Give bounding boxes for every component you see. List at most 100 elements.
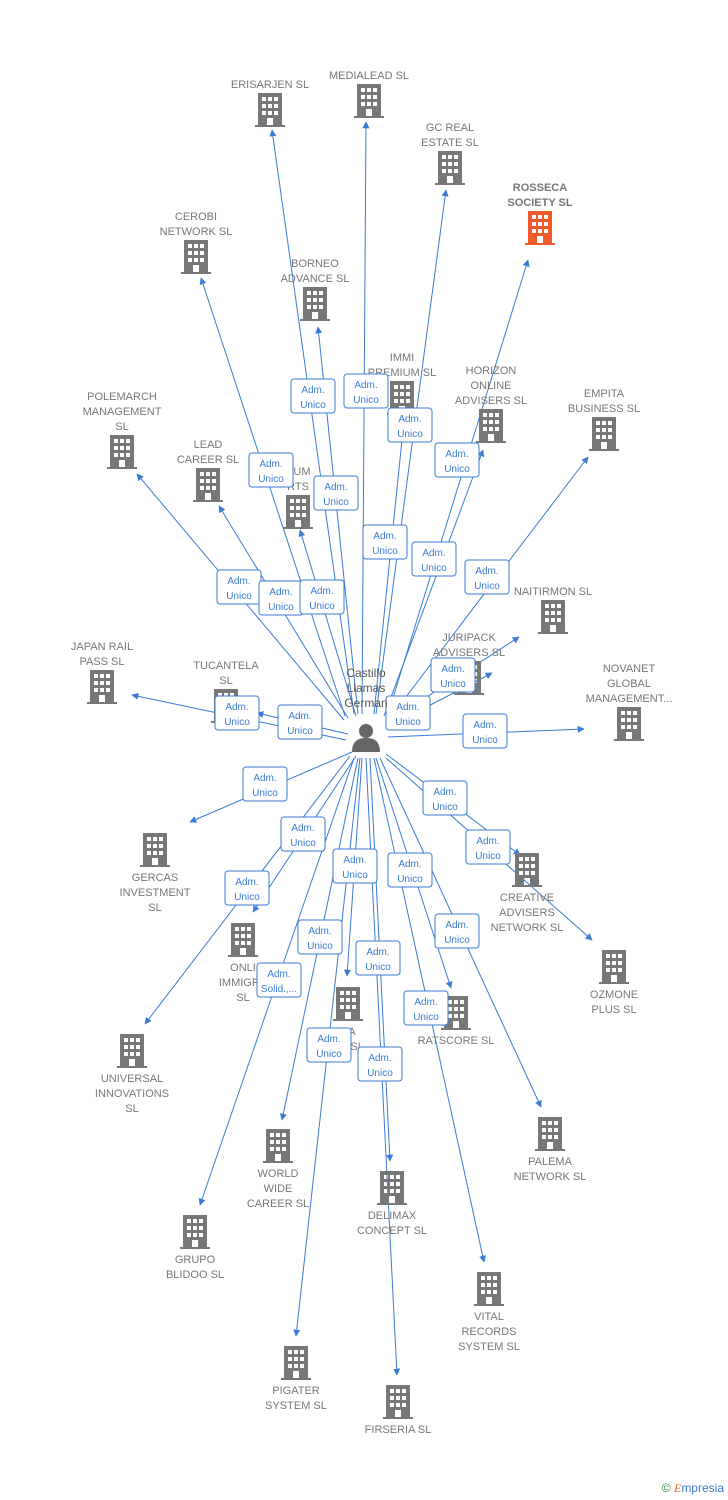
node-label: INVESTMENT [120,887,191,899]
badge-box [290,378,336,414]
node-novanet[interactable]: NOVANETGLOBALMANAGEMENT... [586,663,673,741]
role-badge[interactable]: Adm.Unico [313,475,359,511]
role-badge[interactable]: Adm.Unico [306,1027,352,1063]
badge-label: Unico [472,735,498,746]
node-label: MEDIALEAD SL [329,70,409,82]
node-label: FIRSERIA SL [365,1424,432,1436]
node-label: IMMI [390,352,414,364]
role-badge[interactable]: Adm.Unico [258,580,304,616]
role-badge[interactable]: Adm.Unico [434,442,480,478]
building-icon [614,707,644,741]
node-label: NETWORK SL [160,226,233,238]
copyright-symbol: © [661,1481,671,1495]
building-icon [538,600,568,634]
role-badge[interactable]: Adm.Unico [332,848,378,884]
node-label: ADVANCE SL [281,273,350,285]
badge-label: Adm. [324,482,347,493]
role-badge[interactable]: Adm.Solid.,... [256,962,302,998]
role-badge[interactable]: Adm.Unico [434,913,480,949]
role-badge[interactable]: Adm.Unico [464,559,510,595]
node-medialead[interactable]: MEDIALEAD SL [329,70,409,118]
building-icon [228,923,258,957]
badge-box [387,852,433,888]
node-firseria[interactable]: FIRSERIA SL [365,1385,432,1436]
badge-box [362,524,408,560]
badge-label: Adm. [301,385,324,396]
badge-label: Adm. [422,548,445,559]
role-badge[interactable]: Adm.Unico [387,407,433,443]
badge-label: Unico [226,591,252,602]
role-badge[interactable]: Adm.Unico [214,695,260,731]
node-label: HORIZON [466,365,517,377]
role-badge[interactable]: Adm.Unico [357,1046,403,1082]
role-badge[interactable]: Adm.Unico [343,373,389,409]
node-label: CAREER SL [247,1198,309,1210]
building-icon [87,670,117,704]
node-label: CAREER SL [177,454,239,466]
badge-box [411,541,457,577]
role-badge[interactable]: Adm.Unico [362,524,408,560]
role-badge[interactable]: Adm.Unico [465,829,511,865]
role-badge[interactable]: Adm.Unico [280,816,326,852]
role-badge[interactable]: Adm.Unico [248,452,294,488]
role-badge[interactable]: Adm.Unico [299,579,345,615]
badge-box [248,452,294,488]
role-badge[interactable]: Adm.Unico [224,870,270,906]
building-icon [181,240,211,274]
badge-box [280,816,326,852]
node-label: SYSTEM SL [265,1400,327,1412]
node-label: PASS SL [79,656,124,668]
role-badge[interactable]: Adm.Unico [290,378,336,414]
role-badge[interactable]: Adm.Unico [355,940,401,976]
badge-label: Adm. [310,586,333,597]
building-icon [476,409,506,443]
node-label: PALEMA [528,1156,572,1168]
node-naitirmon[interactable]: NAITIRMON SL [514,586,592,634]
building-icon [281,1346,311,1380]
role-badge[interactable]: Adm.Unico [387,852,433,888]
role-badge[interactable]: Adm.Unico [277,704,323,740]
building-icon [140,833,170,867]
role-badge[interactable]: Adm.Unico [411,541,457,577]
role-badge[interactable]: Adm.Unico [297,919,343,955]
badge-label: Adm. [398,859,421,870]
node-label: VITAL [474,1311,504,1323]
role-badge[interactable]: Adm.Unico [242,766,288,802]
node-ratscore[interactable]: RATSCORE SL [418,996,495,1047]
role-badge[interactable]: Adm.Unico [462,713,508,749]
role-badge[interactable]: Adm.Unico [403,990,449,1026]
badge-label: Adm. [445,920,468,931]
brand-footer: © Empresia [662,1481,724,1496]
role-badge[interactable]: Adm.Unico [385,695,431,731]
edge-erisarjen [269,129,355,715]
role-badge[interactable]: Adm.Unico [422,780,468,816]
node-label: SOCIETY SL [507,197,572,209]
node-erisarjen[interactable]: ERISARJEN SL [231,79,309,127]
role-badge[interactable]: Adm.Unico [430,657,476,693]
role-badge[interactable]: Adm.Unico [216,569,262,605]
